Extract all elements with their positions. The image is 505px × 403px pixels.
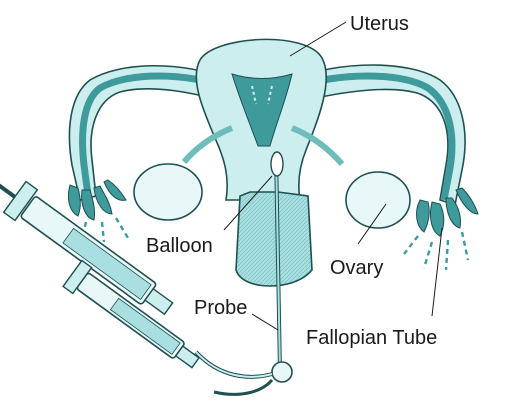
fallopian-tube-label: Fallopian Tube xyxy=(306,327,437,349)
right-spill-arrows xyxy=(404,232,468,270)
fallopian-tube-leader xyxy=(432,228,442,316)
syringe-tubing xyxy=(196,352,272,377)
cervix xyxy=(236,192,312,286)
probe-bulb xyxy=(272,362,292,382)
syringe-tubing-2 xyxy=(214,380,272,394)
balloon xyxy=(271,152,283,176)
uterus-leader xyxy=(290,22,346,56)
right-ovary xyxy=(346,172,410,228)
ovary-label: Ovary xyxy=(330,257,383,279)
probe-label: Probe xyxy=(194,297,247,319)
probe-leader xyxy=(252,314,278,330)
balloon-label: Balloon xyxy=(146,235,213,257)
left-ovary xyxy=(134,164,202,220)
uterus-label: Uterus xyxy=(350,13,409,35)
